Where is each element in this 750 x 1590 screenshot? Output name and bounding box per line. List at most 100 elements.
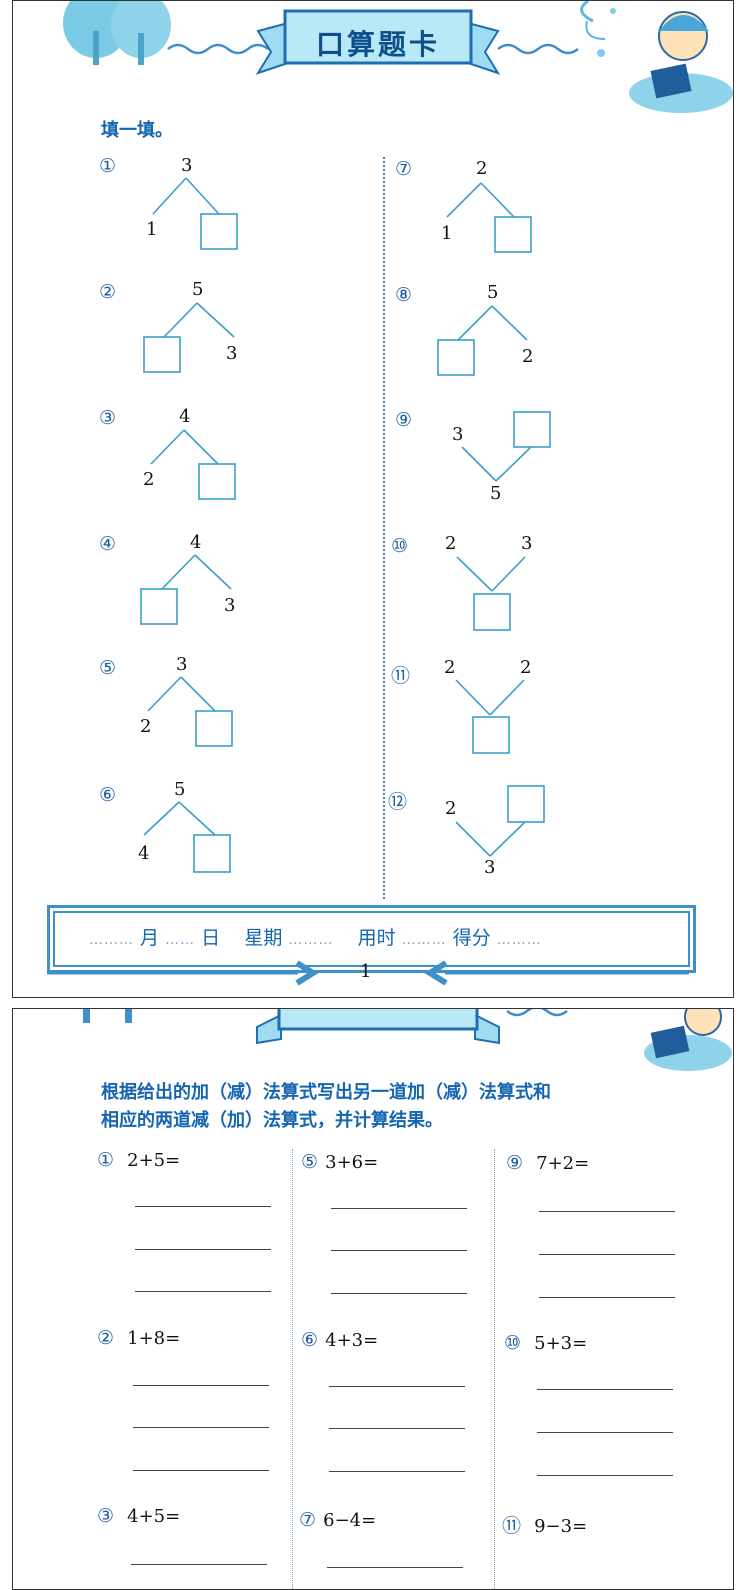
- equation: 2+5=: [127, 1150, 181, 1171]
- bond-part: 1: [441, 223, 453, 244]
- bond-part: 2: [444, 657, 456, 678]
- equation: 7+2=: [536, 1153, 590, 1174]
- bond-total: 5: [487, 282, 499, 303]
- answer-line[interactable]: [537, 1475, 673, 1476]
- bond-total: 5: [192, 279, 204, 300]
- day-label: 日: [201, 927, 221, 949]
- equation: 4+5=: [127, 1506, 181, 1527]
- problem-label: ⑤: [301, 1151, 319, 1173]
- bond-total: 5: [490, 483, 502, 504]
- title-banner: [255, 9, 501, 75]
- bond-part: 2: [140, 716, 152, 737]
- bond-part: 2: [143, 469, 155, 490]
- answer-line[interactable]: [135, 1291, 271, 1292]
- bond-part: 3: [226, 343, 238, 364]
- answer-line[interactable]: [327, 1567, 463, 1568]
- score-blank[interactable]: ………: [496, 932, 542, 948]
- footer-box: [47, 905, 696, 973]
- problem-label: ②: [97, 1327, 115, 1349]
- instruction-text: 填一填。: [101, 120, 173, 141]
- answer-line[interactable]: [131, 1564, 267, 1565]
- bond-total: 5: [174, 779, 186, 800]
- card-title: 口算题卡: [315, 28, 440, 61]
- equation: 6−4=: [323, 1510, 377, 1531]
- answer-line[interactable]: [135, 1206, 271, 1207]
- equation: 4+3=: [325, 1330, 379, 1351]
- problem-label: ⑩: [504, 1332, 522, 1354]
- bond-part: 3: [521, 533, 533, 554]
- time-used-blank[interactable]: ………: [401, 932, 447, 948]
- answer-line[interactable]: [331, 1208, 467, 1209]
- equation-group: ⑩ 5+3=: [504, 1332, 587, 1354]
- bond-total: 4: [190, 532, 202, 553]
- bond-part: 2: [520, 657, 532, 678]
- equation-group: ⑤ 3+6=: [301, 1151, 378, 1173]
- bond-total: 4: [179, 406, 191, 427]
- equation-group: ② 1+8=: [97, 1327, 180, 1349]
- problem-label: ①: [97, 1149, 115, 1171]
- answer-line[interactable]: [133, 1470, 269, 1471]
- column-divider: [292, 1149, 293, 1589]
- bond-total: 3: [181, 155, 193, 176]
- answer-line[interactable]: [539, 1297, 675, 1298]
- equation-group: ⑥ 4+3=: [301, 1329, 378, 1351]
- equation: 1+8=: [127, 1328, 181, 1349]
- problem-label: ⑪: [502, 1515, 522, 1537]
- day-blank[interactable]: ……: [165, 932, 196, 948]
- bond-total: 3: [176, 654, 188, 675]
- bond-part: 4: [138, 843, 150, 864]
- tree-icon: [63, 1, 171, 65]
- problem-label: ⑨: [506, 1152, 524, 1174]
- problem-label: ⑦: [299, 1509, 317, 1531]
- bond-part: 2: [445, 798, 457, 819]
- problem-label: ⑪: [391, 665, 411, 687]
- bond-total: 2: [476, 158, 488, 179]
- bond-part: 3: [224, 595, 236, 616]
- answer-line[interactable]: [135, 1249, 271, 1250]
- bond-part: 2: [445, 533, 457, 554]
- answer-line[interactable]: [331, 1250, 467, 1251]
- equation-group: ⑪ 9−3=: [502, 1511, 587, 1538]
- equation-group: ⑦ 6−4=: [299, 1509, 376, 1531]
- equation-group: ① 2+5=: [97, 1149, 180, 1171]
- worksheet-card-1: 口算题卡 填一填。: [12, 0, 734, 998]
- answer-line[interactable]: [537, 1389, 673, 1390]
- answer-line[interactable]: [329, 1386, 465, 1387]
- answer-line[interactable]: [329, 1471, 465, 1472]
- answer-line[interactable]: [539, 1211, 675, 1212]
- instruction-text: 根据给出的加（减）法算式写出另一道加（减）法算式和 相应的两道减（加）法算式，并…: [101, 1082, 551, 1131]
- number-bond-lines: [140, 177, 551, 873]
- title-banner: [256, 1009, 500, 1045]
- problem-label: ②: [99, 281, 117, 303]
- month-label: 月: [140, 927, 160, 949]
- bond-part: 3: [452, 424, 464, 445]
- answer-line[interactable]: [539, 1254, 675, 1255]
- problem-label: ⑥: [99, 784, 117, 806]
- time-used-label: 用时: [357, 927, 396, 949]
- equation-group: ③ 4+5=: [97, 1505, 180, 1527]
- answer-line[interactable]: [331, 1293, 467, 1294]
- child-reading-icon: [644, 1009, 732, 1071]
- weekday-blank[interactable]: ………: [288, 932, 334, 948]
- problem-label: ⑤: [99, 657, 117, 679]
- month-blank[interactable]: ………: [89, 932, 134, 948]
- answer-line[interactable]: [537, 1432, 673, 1433]
- bond-total: 3: [484, 857, 496, 878]
- score-label: 得分: [452, 927, 491, 949]
- weekday-label: 星期: [244, 927, 283, 949]
- problem-label: ⑦: [395, 158, 413, 180]
- answer-line[interactable]: [133, 1427, 269, 1428]
- footer-arrows: [47, 960, 689, 986]
- child-reading-icon: [580, 1, 733, 113]
- equation-group: ⑨ 7+2=: [506, 1152, 589, 1174]
- equation: 3+6=: [325, 1152, 379, 1173]
- header-decoration: [83, 1009, 732, 1071]
- footer-fields: ……… 月 …… 日 星期 ……… 用时 ……… 得分 ………: [89, 923, 689, 950]
- answer-line[interactable]: [133, 1385, 269, 1386]
- answer-line[interactable]: [329, 1428, 465, 1429]
- header-decoration: [63, 1, 733, 113]
- column-divider: [494, 1149, 495, 1589]
- bond-part: 2: [522, 346, 534, 367]
- equation: 9−3=: [534, 1516, 588, 1537]
- page-number: 1: [360, 961, 372, 982]
